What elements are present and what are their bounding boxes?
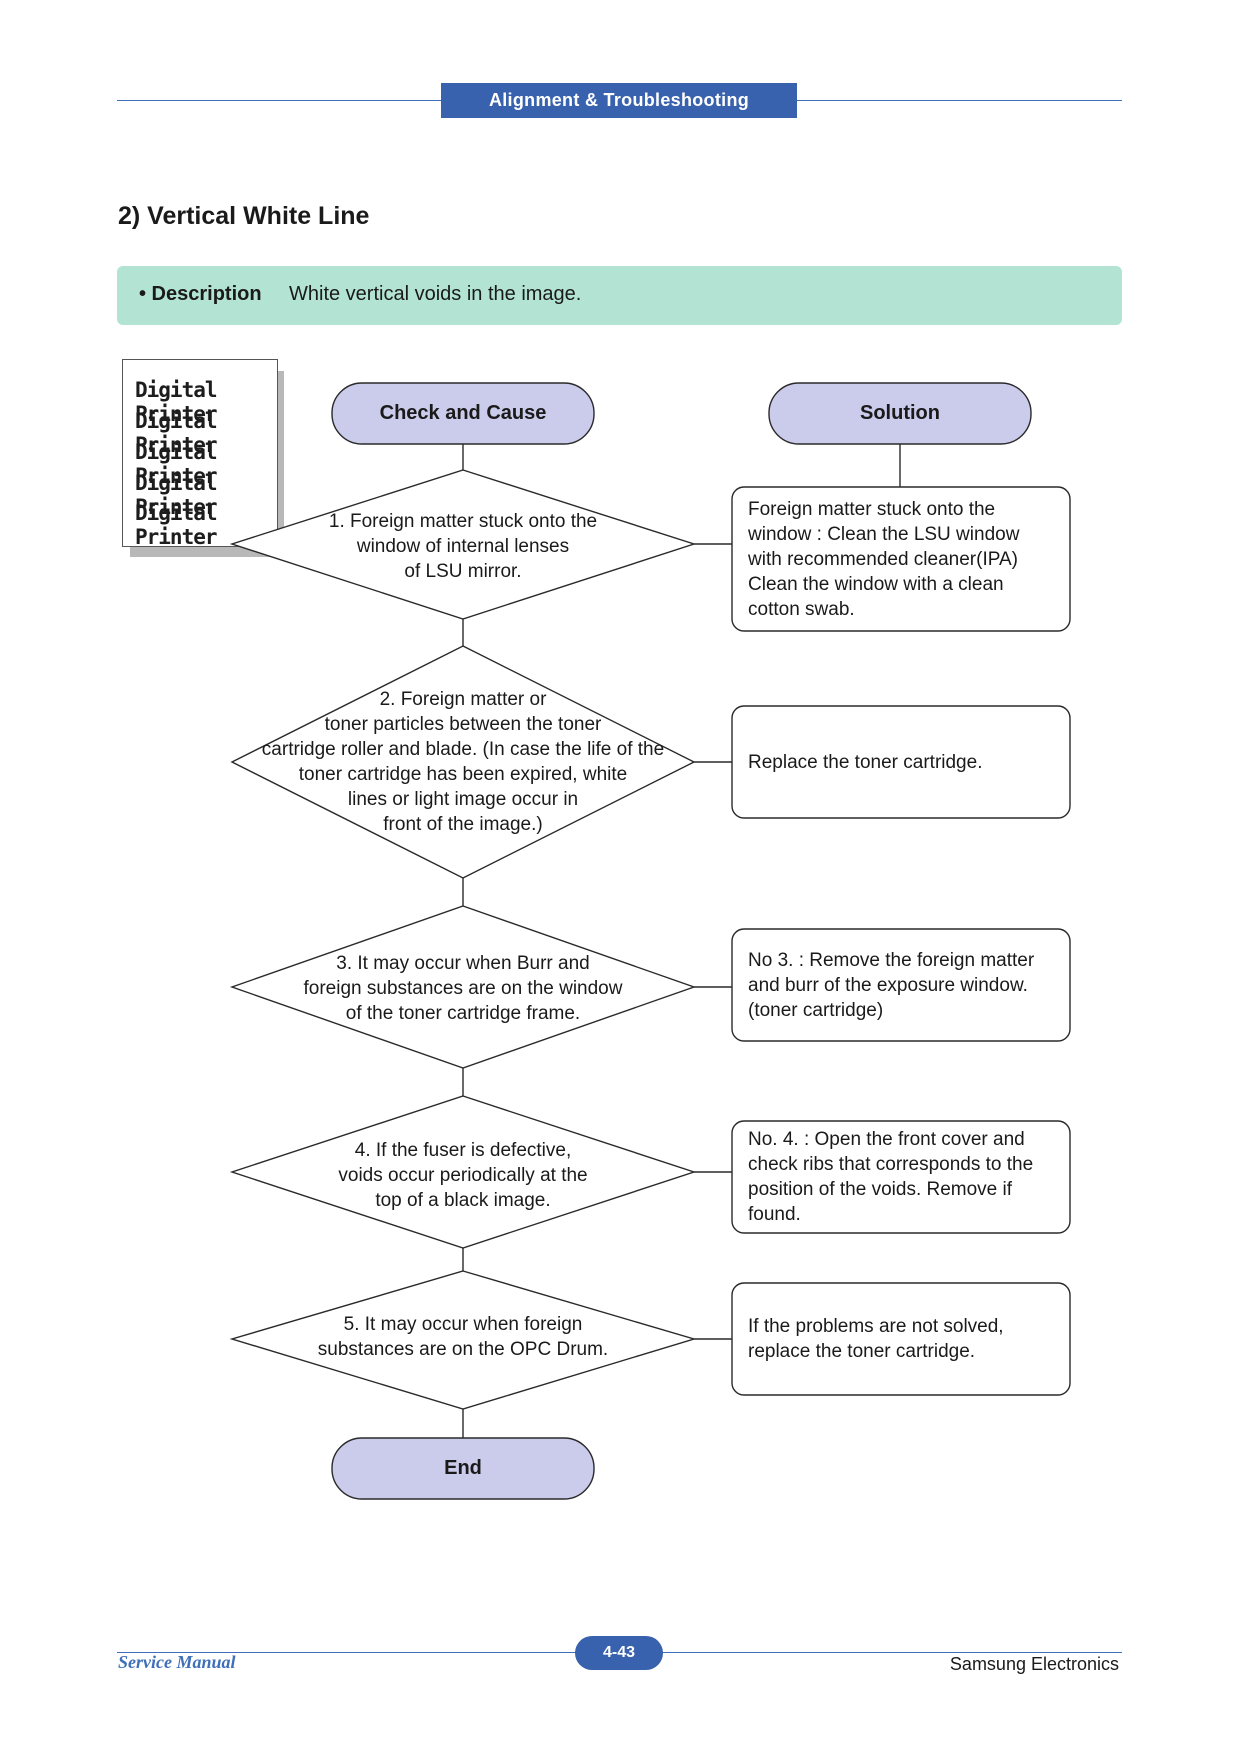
header-section-tab: Alignment & Troubleshooting: [441, 83, 797, 118]
check-step-4: 4. If the fuser is defective, voids occu…: [338, 1139, 588, 1211]
solution-box: [731, 705, 1071, 819]
end-terminator: [331, 1437, 595, 1500]
solution-box: [731, 1120, 1071, 1234]
solution-box: [731, 486, 1071, 632]
page-number: 4-43: [575, 1636, 663, 1670]
solution-step-1: Foreign matter stuck onto the window : C…: [748, 498, 1020, 620]
decision-diamond: [230, 645, 696, 879]
solution-box: [731, 928, 1071, 1042]
sample-line: Digital Printer: [135, 409, 218, 457]
solution-step-5: If the problems are not solved, replace …: [748, 1316, 1004, 1362]
footer-service-manual: Service Manual: [118, 1652, 236, 1672]
sample-line: Digital Printer: [135, 378, 218, 426]
footer-company: Samsung Electronics: [949, 1654, 1119, 1674]
section-title: 2) Vertical White Line: [118, 202, 370, 230]
decision-diamond: [229, 1095, 697, 1249]
solution-step-3: No 3. : Remove the foreign matter and bu…: [748, 949, 1035, 1021]
solution-box: [731, 1282, 1071, 1396]
sample-line: Digital Printer: [135, 501, 218, 549]
solution-step-2: Replace the toner cartridge.: [748, 751, 983, 773]
check-and-cause-label: Check and Cause: [379, 402, 547, 424]
description-label: • Description: [139, 283, 262, 305]
end-label: End: [444, 1457, 482, 1479]
start-terminator: [331, 382, 595, 445]
check-step-2: 2. Foreign matter or toner particles bet…: [261, 689, 665, 835]
decision-diamond: [229, 905, 697, 1069]
solution-terminator: [768, 382, 1032, 445]
check-step-5: 5. It may occur when foreign substances …: [317, 1314, 609, 1360]
sample-print-image: Digital Printer Digital Printer Digital …: [122, 359, 278, 549]
check-step-1: 1. Foreign matter stuck onto the window …: [328, 510, 598, 582]
description-bar: • Description White vertical voids in th…: [117, 266, 1122, 325]
solution-step-4: No. 4. : Open the front cover and check …: [748, 1129, 1034, 1225]
description-text: White vertical voids in the image.: [289, 283, 582, 305]
sample-line: Digital Printer: [135, 471, 218, 519]
decision-diamond: [229, 1270, 697, 1410]
solution-header-label: Solution: [860, 402, 940, 424]
decision-diamond: [229, 469, 697, 620]
check-step-3: 3. It may occur when Burr and foreign su…: [303, 952, 623, 1024]
sample-line: Digital Printer: [135, 440, 218, 488]
